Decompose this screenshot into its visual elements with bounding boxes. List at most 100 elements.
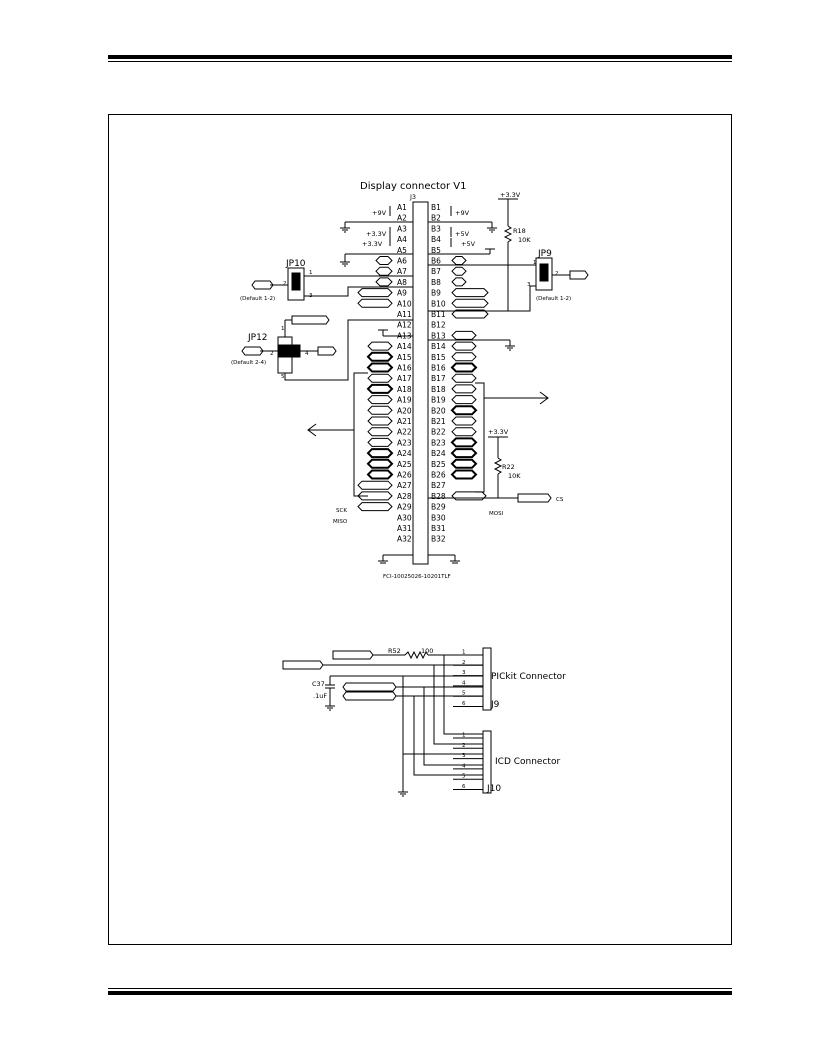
r18-value: 10K bbox=[518, 236, 531, 244]
jp9-shunt bbox=[539, 263, 549, 282]
j3-pin-a: A15 bbox=[397, 353, 412, 362]
net-plus3v3-a4: +3.3V bbox=[362, 240, 383, 248]
j3-pin-a: A14 bbox=[397, 342, 412, 351]
signal-port bbox=[367, 395, 393, 405]
j10-pin-number: 2 bbox=[462, 743, 466, 749]
signal-port bbox=[451, 427, 477, 437]
j3-pin-b: B16 bbox=[431, 364, 446, 373]
j3-pin-b: B19 bbox=[431, 396, 446, 405]
signal-port bbox=[451, 288, 489, 298]
net-mosi: MOSI bbox=[489, 511, 504, 517]
j3-ref: J3 bbox=[409, 193, 416, 201]
j3-pin-a: A2 bbox=[397, 214, 407, 223]
jp10-pin1: 1 bbox=[309, 270, 313, 276]
jp12-pin2-port bbox=[241, 346, 264, 356]
jp9-offpage-port bbox=[569, 270, 589, 280]
j3-pin-b: B6 bbox=[431, 257, 441, 266]
j3-pin-b: B22 bbox=[431, 428, 446, 437]
j3-pin-b: B4 bbox=[431, 235, 441, 244]
j3-pin-b: B20 bbox=[431, 406, 446, 415]
signal-port bbox=[451, 266, 467, 276]
signal-port bbox=[451, 256, 467, 265]
signal-port bbox=[366, 383, 394, 394]
pickit-connector-label: PICkit Connector bbox=[491, 672, 566, 682]
jp12-pin5: 5 bbox=[281, 374, 285, 380]
r52-left-port bbox=[332, 650, 374, 660]
right-bus-arrow-head bbox=[539, 391, 549, 405]
net-plus9v-a: +9V bbox=[372, 209, 387, 217]
signal-port bbox=[451, 491, 487, 501]
j10-ref: J10 bbox=[486, 784, 501, 794]
j3-pin-b: B15 bbox=[431, 353, 446, 362]
signal-port bbox=[375, 277, 393, 287]
jp12-shunt bbox=[277, 344, 301, 358]
j3-pin-a: A30 bbox=[397, 513, 412, 522]
j3-pin-b: B24 bbox=[431, 449, 446, 458]
header-rule-thick bbox=[108, 55, 732, 59]
j3-pin-a: A19 bbox=[397, 396, 412, 405]
j3-pin-b: B11 bbox=[431, 310, 446, 319]
jp12-pin1: 1 bbox=[281, 326, 285, 332]
j3-pin-b: B21 bbox=[431, 417, 446, 426]
j3-pin-b: B23 bbox=[431, 438, 446, 447]
jp10-pin2: 2 bbox=[283, 281, 287, 287]
signal-port bbox=[451, 352, 477, 362]
signal-port bbox=[450, 362, 478, 373]
j3-pin-a: A24 bbox=[397, 449, 412, 458]
j10-pin-number: 3 bbox=[462, 753, 466, 759]
jp12-pin4: 4 bbox=[305, 351, 309, 357]
signal-ports bbox=[357, 256, 489, 512]
j3-pin-b: B25 bbox=[431, 460, 446, 469]
power-wiring bbox=[340, 206, 497, 267]
signal-port bbox=[357, 298, 393, 308]
right-bus-bracket bbox=[475, 382, 485, 493]
net-plus5v-b3: +5V bbox=[455, 230, 470, 238]
signal-port bbox=[451, 416, 477, 426]
signal-port bbox=[367, 416, 393, 426]
signal-port bbox=[357, 288, 393, 298]
j3-pin-a: A4 bbox=[397, 235, 407, 244]
r22-value: 10K bbox=[508, 472, 521, 480]
left-bus-arrow-head bbox=[307, 423, 317, 437]
j3-pin-b: B17 bbox=[431, 374, 446, 383]
figure-frame bbox=[108, 114, 732, 945]
j3-a-pin-labels: A1A2A3A4A5A6A7A8A9A10A11A12A13A14A15A16A… bbox=[397, 203, 412, 544]
net-plus3v3-a3: +3.3V bbox=[366, 230, 387, 238]
r18-ref: R18 bbox=[513, 227, 526, 235]
signal-port bbox=[366, 469, 394, 480]
j3-pin-a: A22 bbox=[397, 428, 412, 437]
j3-pin-b: B10 bbox=[431, 299, 446, 308]
header-rule-thin bbox=[108, 61, 732, 62]
j3-pin-a: A11 bbox=[397, 310, 412, 319]
left-bus-bracket bbox=[353, 372, 368, 497]
signal-port bbox=[451, 330, 477, 340]
j3-pin-a: A9 bbox=[397, 289, 407, 298]
j9-pin-number: 5 bbox=[462, 691, 466, 697]
signal-port bbox=[366, 448, 394, 459]
j3-pin-b: B2 bbox=[431, 214, 441, 223]
j3-pin-b: B7 bbox=[431, 267, 441, 276]
signal-port bbox=[451, 373, 477, 383]
jp9-pin2: 2 bbox=[555, 271, 559, 277]
j10-pin-number: 4 bbox=[462, 763, 466, 769]
jp10-offpage-port bbox=[251, 280, 274, 290]
net-plus9v-b: +9V bbox=[455, 209, 470, 217]
jp12-pin5-to-a11 bbox=[284, 319, 413, 381]
j3-pin-a: A31 bbox=[397, 524, 412, 533]
net-plus3v3-mid: +3.3V bbox=[488, 428, 509, 436]
signal-port bbox=[451, 341, 477, 351]
j9-pin-number: 2 bbox=[462, 660, 466, 666]
signal-port bbox=[451, 298, 489, 308]
j9-pin-number: 3 bbox=[462, 670, 466, 676]
j3-pin-a: A26 bbox=[397, 471, 412, 480]
j3-pin-b: B5 bbox=[431, 246, 441, 255]
signal-port bbox=[451, 309, 489, 319]
signal-port bbox=[375, 256, 393, 265]
signal-port bbox=[366, 351, 394, 362]
signal-port bbox=[367, 437, 393, 447]
signal-port bbox=[450, 448, 478, 459]
jp10-ref: JP10 bbox=[285, 259, 306, 269]
signal-port bbox=[357, 480, 393, 490]
j3-part-number: FCI-10025026-10201TLF bbox=[383, 574, 451, 580]
j3-b-pin-labels: B1B2B3B4B5B6B7B8B9B10B11B12B13B14B15B16B… bbox=[431, 203, 446, 544]
